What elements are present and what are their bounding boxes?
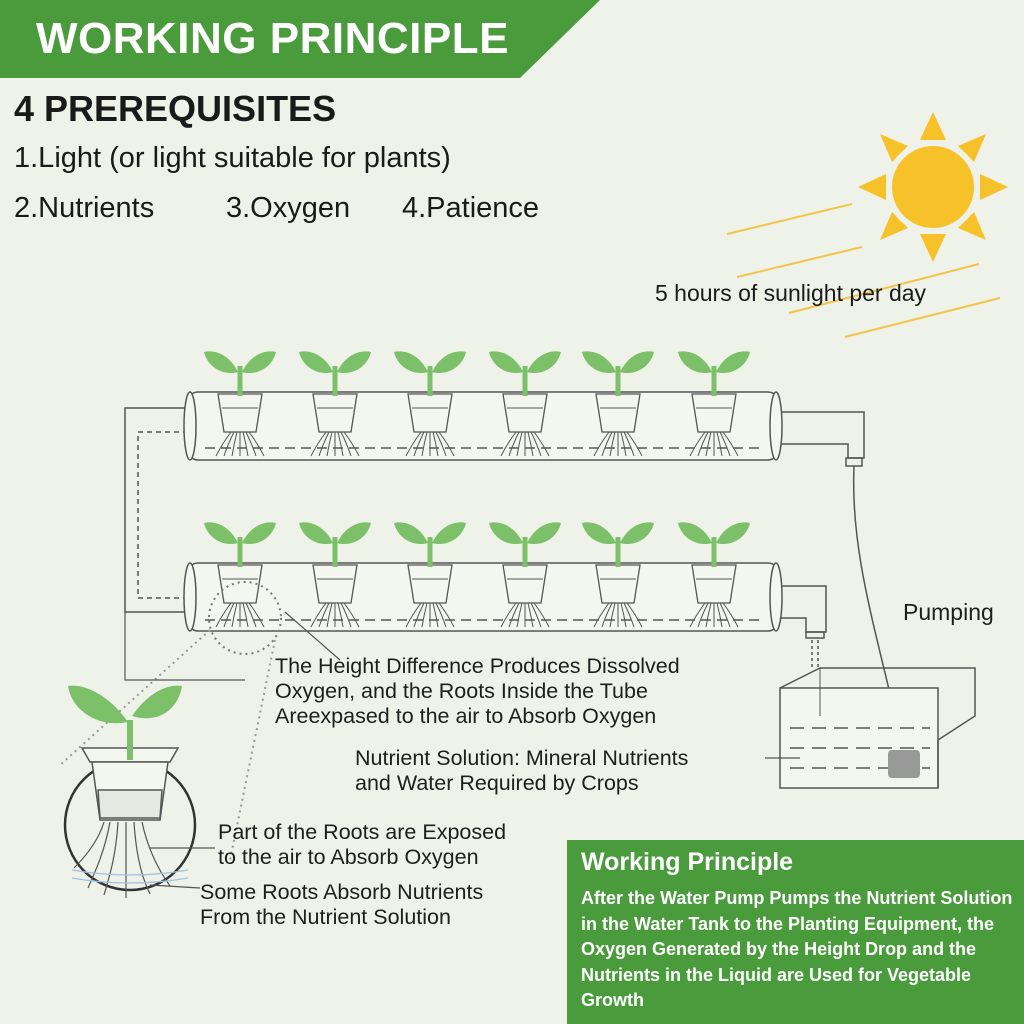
sun-icon	[858, 112, 1008, 262]
plant-cup-icon	[678, 351, 750, 457]
sunray-lines	[726, 203, 1001, 338]
drain-connector	[124, 407, 188, 613]
plant-cup-icon	[489, 351, 561, 457]
lower-tube	[183, 562, 783, 632]
plant-cup-icon	[394, 522, 466, 628]
prerequisite-nutrients: 2.Nutrients	[14, 192, 155, 224]
prerequisite-oxygen: 3.Oxygen	[226, 192, 351, 224]
height-line-3: Areexpased to the air to Absorb Oxygen	[275, 704, 657, 728]
plant-cup-icon	[299, 522, 371, 628]
roots-absorb-label: Some Roots Absorb Nutrients From the Nut…	[200, 880, 483, 930]
plant-cup-icon	[299, 351, 371, 457]
roots-absorb-line-1: Some Roots Absorb Nutrients	[200, 880, 484, 904]
pump-icon	[888, 750, 920, 778]
outlet-elbow	[778, 585, 827, 668]
page-title: WORKING PRINCIPLE	[36, 14, 509, 63]
plant-cup-icon	[394, 351, 466, 457]
plant-cup-icon	[204, 522, 276, 628]
working-principle-box: Working Principle After the Water Pump P…	[567, 840, 1024, 1024]
plant-cup-icon	[678, 522, 750, 628]
plant-cup-icon	[489, 522, 561, 628]
plant-cup-icon	[582, 351, 654, 457]
plant-cup-icon	[204, 351, 276, 457]
working-principle-title: Working Principle	[581, 848, 794, 876]
nutrient-line-1: Nutrient Solution: Mineral Nutrients	[355, 746, 689, 770]
water-tank	[765, 667, 976, 789]
root-zoom-callout	[59, 581, 341, 861]
height-difference-label: The Height Difference Produces Dissolved…	[275, 654, 680, 729]
height-line-1: The Height Difference Produces Dissolved	[275, 654, 680, 678]
prerequisite-patience: 4.Patience	[402, 192, 540, 224]
title-banner	[0, 0, 600, 78]
working-principle-body: After the Water Pump Pumps the Nutrient …	[581, 888, 1013, 1010]
plant-cup-icon	[582, 522, 654, 628]
prerequisites-title: 4 PREREQUISITES	[14, 88, 337, 129]
zoomed-plant-cup	[63, 685, 215, 898]
pumping-label: Pumping	[903, 599, 994, 625]
prerequisite-light: 1.Light (or light suitable for plants)	[14, 142, 451, 174]
roots-absorb-line-2: From the Nutrient Solution	[200, 905, 451, 929]
height-line-2: Oxygen, and the Roots Inside the Tube	[275, 679, 648, 703]
roots-exposed-line-2: to the air to Absorb Oxygen	[218, 845, 479, 869]
roots-exposed-label: Part of the Roots are Exposed to the air…	[218, 820, 506, 870]
roots-exposed-line-1: Part of the Roots are Exposed	[218, 820, 507, 844]
upper-tube	[183, 391, 783, 461]
sunlight-label: 5 hours of sunlight per day	[655, 280, 927, 306]
nutrient-line-2: and Water Required by Crops	[355, 771, 639, 795]
nutrient-solution-label: Nutrient Solution: Mineral Nutrients and…	[355, 746, 688, 796]
